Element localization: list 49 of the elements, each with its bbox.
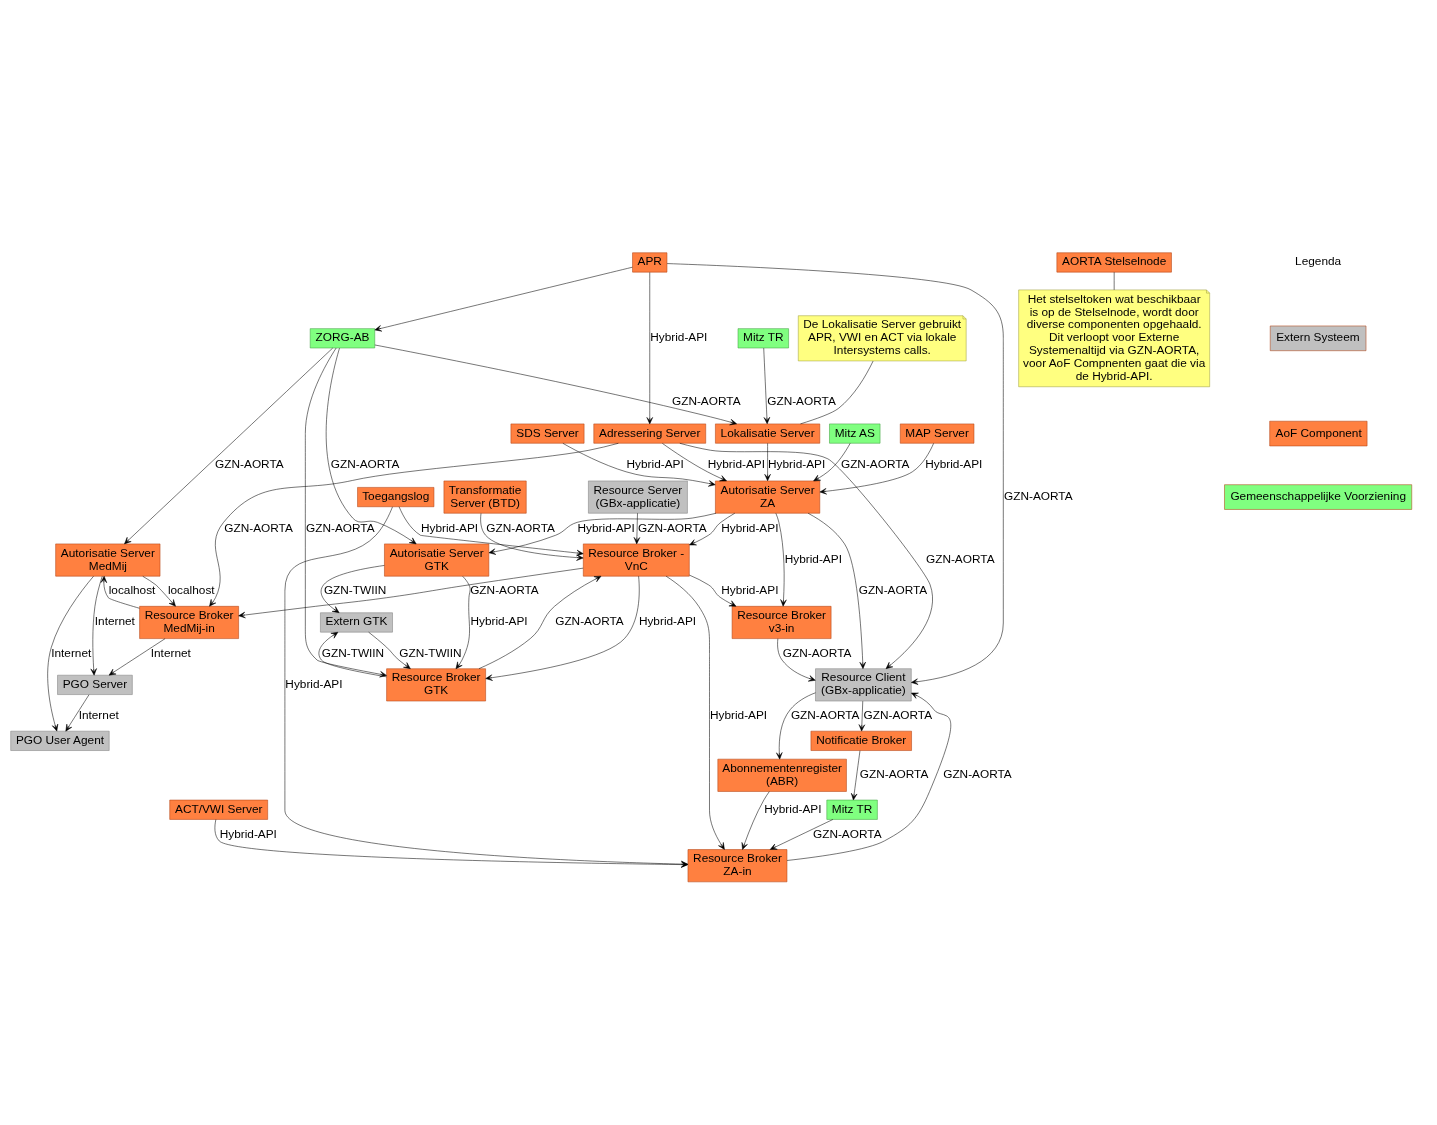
legend-label: AoF Component bbox=[1275, 425, 1362, 440]
edge-label: Hybrid-API bbox=[420, 520, 479, 535]
edge-label: GZN-AORTA bbox=[925, 551, 995, 566]
edge-label: GZN-AORTA bbox=[1004, 488, 1073, 503]
edge-label: GZN-AORTA bbox=[330, 456, 400, 471]
edge-label: Internet bbox=[94, 613, 135, 628]
edge-label: Hybrid-API bbox=[721, 582, 779, 597]
edge-label: GZN-AORTA bbox=[470, 582, 539, 597]
edge-label: GZN-AORTA bbox=[215, 456, 284, 471]
legend-label: Extern Systeem bbox=[1276, 329, 1360, 344]
edge-label: Hybrid-API bbox=[925, 456, 983, 471]
label: Legenda bbox=[1295, 253, 1342, 268]
legend-label: Gemeenschappelijke Voorziening bbox=[1230, 488, 1406, 503]
edge-label: GZN-AORTA bbox=[224, 520, 293, 535]
edge-label: GZN-AORTA bbox=[782, 645, 852, 660]
edge-label: Hybrid-API bbox=[577, 520, 635, 535]
edge-label: Hybrid-API bbox=[707, 456, 765, 471]
edge-label: Internet bbox=[78, 707, 119, 722]
edge-label: Internet bbox=[51, 645, 92, 660]
edge-label: GZN-AORTA bbox=[671, 393, 741, 408]
edge-label: GZN-AORTA bbox=[863, 707, 933, 722]
edge-label: GZN-TWIIN bbox=[321, 645, 385, 660]
edge-label: Hybrid-API bbox=[721, 520, 779, 535]
edge-label: localhost bbox=[108, 582, 156, 597]
edge-label: Hybrid-API bbox=[650, 329, 708, 344]
edge-label: GZN-AORTA bbox=[306, 520, 375, 535]
edge-label: GZN-AORTA bbox=[859, 766, 929, 781]
edge-label: Internet bbox=[150, 645, 191, 660]
edge-label: Hybrid-API bbox=[764, 801, 822, 816]
edge-label: GZN-AORTA bbox=[840, 456, 910, 471]
edge-label: GZN-AORTA bbox=[486, 520, 555, 535]
edge-label: Hybrid-API bbox=[219, 826, 277, 840]
edge-label: GZN-AORTA bbox=[767, 393, 836, 408]
edge-label: localhost bbox=[167, 582, 215, 597]
edge-label: GZN-TWIIN bbox=[399, 645, 462, 660]
edge-label: GZN-AORTA bbox=[943, 766, 1012, 781]
edge-label: Hybrid-API bbox=[470, 613, 528, 628]
edge-label: GZN-AORTA bbox=[638, 520, 707, 535]
edge-label: Hybrid-API bbox=[638, 613, 697, 628]
edge-label: Hybrid-API bbox=[709, 707, 768, 722]
edge-label: GZN-TWIIN bbox=[323, 582, 387, 597]
edge-label: Hybrid-API bbox=[626, 456, 684, 471]
edge-label: GZN-AORTA bbox=[858, 582, 928, 597]
edge-label: GZN-AORTA bbox=[812, 826, 882, 840]
edge-label: GZN-AORTA bbox=[790, 707, 860, 722]
edge-label: Hybrid-API bbox=[768, 456, 826, 471]
edge-label: GZN-AORTA bbox=[555, 613, 624, 628]
edge-label: Hybrid-API bbox=[784, 551, 842, 566]
edge-label: Hybrid-API bbox=[285, 676, 343, 691]
